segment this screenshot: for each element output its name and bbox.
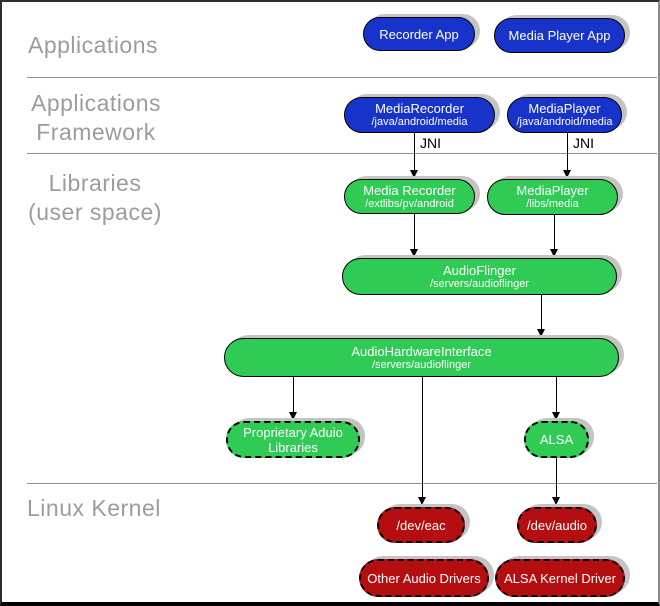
node-title: /dev/eac	[396, 517, 446, 533]
node-title: MediaPlayer	[528, 101, 601, 116]
arrowhead-icon	[550, 249, 558, 257]
layer-label-line: Libraries	[48, 170, 142, 196]
layer-label-applications: Applications	[28, 32, 159, 58]
layer-label-applications-framework: Applications Framework	[20, 89, 172, 147]
arrow-alsa-to-dev-audio	[552, 457, 560, 505]
node-title: /dev/audio	[527, 517, 587, 533]
node-subtitle: /java/android/media	[516, 116, 613, 128]
arrowhead-icon	[537, 329, 545, 337]
arrow-mediaplayer-to-audioflinger	[550, 215, 558, 257]
arrowhead-icon	[563, 170, 571, 178]
arrow-mediaplayer-jni	[563, 132, 571, 178]
node-alsa-kernel-driver: ALSA Kernel Driver	[495, 559, 625, 597]
node-dev-eac: /dev/eac	[377, 507, 465, 543]
node-subtitle: /libs/media	[526, 198, 579, 210]
divider-libraries-kernel	[27, 483, 657, 484]
divider-framework-libraries	[27, 153, 657, 154]
node-mediaplayer-lib: MediaPlayer /libs/media	[487, 179, 618, 215]
jni-label-right: JNI	[573, 135, 594, 151]
arrowhead-icon	[418, 497, 426, 505]
node-title: AudioHardwareInterface	[351, 343, 492, 359]
node-title: MediaPlayer	[516, 183, 589, 198]
node-dev-audio: /dev/audio	[517, 507, 597, 543]
node-other-audio-drivers: Other Audio Drivers	[359, 559, 489, 597]
node-subtitle: /extlibs/pv/android	[365, 197, 454, 210]
layer-label-line: Framework	[36, 119, 156, 145]
arrowhead-icon	[410, 249, 418, 257]
jni-label-left: JNI	[420, 135, 441, 151]
node-media-player-app: Media Player App	[494, 18, 625, 53]
node-media-recorder-lib: Media Recorder /extlibs/pv/android	[344, 179, 475, 214]
node-recorder-app: Recorder App	[363, 17, 475, 51]
node-proprietary-audio-libraries: Proprietary Aduio Libraries	[226, 421, 360, 458]
node-title: MediaRecorder	[375, 101, 464, 116]
arrowhead-icon	[552, 412, 560, 420]
arrow-ahi-to-proprietary	[289, 377, 297, 420]
arrow-audioflinger-to-ahi	[537, 295, 545, 337]
node-title: Proprietary Aduio Libraries	[243, 424, 343, 455]
node-title: Other Audio Drivers	[367, 570, 481, 586]
arrowhead-icon	[552, 497, 560, 505]
layer-label-line: Applications	[30, 90, 162, 116]
node-audio-hardware-interface: AudioHardwareInterface /servers/audiofli…	[224, 338, 619, 377]
arrow-mediarecorder-to-audioflinger	[410, 214, 418, 257]
node-title: ALSA Kernel Driver	[504, 570, 616, 586]
arrow-ahi-to-dev-eac	[418, 377, 426, 505]
node-title: Media Recorder	[363, 182, 456, 198]
node-mediarecorder-framework: MediaRecorder /java/android/media	[344, 97, 495, 133]
node-mediaplayer-framework: MediaPlayer /java/android/media	[507, 97, 622, 133]
arrowhead-icon	[410, 170, 418, 178]
layer-label-line: (user space)	[28, 199, 162, 225]
layer-label-linux-kernel: Linux Kernel	[27, 495, 161, 521]
node-subtitle: /java/android/media	[371, 116, 468, 128]
arrow-mediarecorder-jni	[410, 132, 418, 178]
arrow-ahi-to-alsa	[552, 377, 560, 420]
node-title: Recorder App	[379, 26, 459, 42]
node-subtitle: /servers/audioflinger	[371, 358, 472, 371]
node-alsa: ALSA	[524, 421, 589, 458]
node-subtitle: /servers/audioflinger	[429, 277, 530, 290]
node-title: ALSA	[539, 432, 574, 447]
node-audioflinger: AudioFlinger /servers/audioflinger	[342, 258, 617, 295]
layer-label-libraries: Libraries (user space)	[17, 169, 173, 227]
node-title: Media Player App	[508, 28, 611, 43]
node-title: AudioFlinger	[443, 262, 516, 278]
arrowhead-icon	[289, 412, 297, 420]
divider-applications-framework	[27, 77, 657, 78]
